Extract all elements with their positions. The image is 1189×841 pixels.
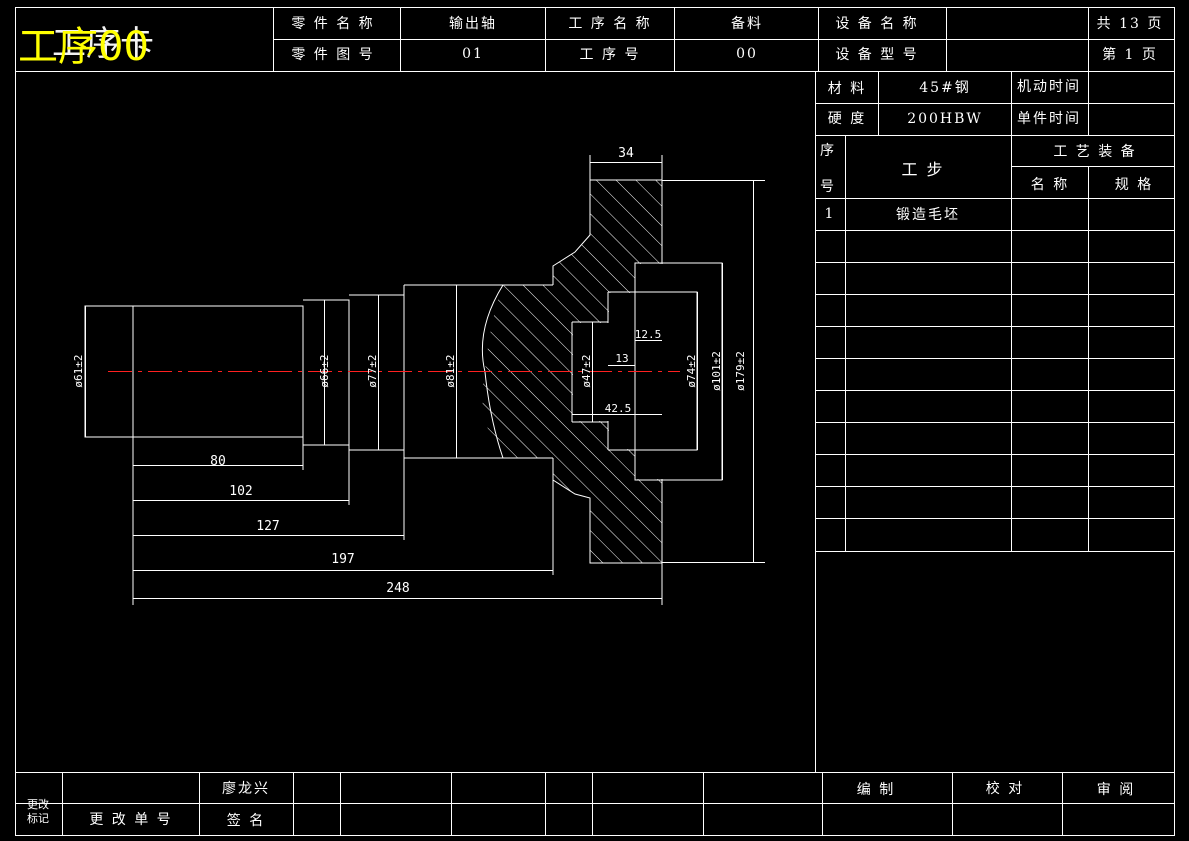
dim-d101: ø101±2	[710, 351, 723, 391]
equip-name-label: 设 备 名 称	[835, 16, 919, 32]
card-title: 工序卡	[52, 24, 154, 64]
material-value: 45#钢	[919, 80, 971, 96]
hardness-value: 200HBW	[907, 111, 983, 127]
equip-model-label: 设 备 型 号	[835, 47, 919, 63]
unit-time-label: 单件时间	[1017, 111, 1081, 127]
change-mark-label: 更改 标记	[27, 798, 49, 825]
change-no-label: 更 改 单 号	[89, 812, 173, 828]
dim-34: 34	[618, 146, 634, 161]
equip-name-col: 名 称	[1030, 177, 1070, 193]
dim-102: 102	[229, 484, 252, 499]
dim-d66: ø66±2	[318, 354, 331, 387]
step-1-no: 1	[824, 206, 836, 222]
hardness-label: 硬 度	[827, 111, 867, 127]
dim-80: 80	[210, 454, 226, 469]
process-no-value: 00	[736, 46, 758, 62]
seq-label-bottom: 号	[820, 179, 836, 195]
part-drawing-value: 01	[462, 46, 484, 62]
dim-42-5: 42.5	[605, 402, 632, 415]
dim-d179: ø179±2	[734, 351, 747, 391]
author-name: 廖龙兴	[222, 781, 270, 797]
dim-127: 127	[256, 519, 279, 534]
part-drawing-label: 零 件 图 号	[291, 47, 375, 63]
compile-label: 编 制	[856, 782, 896, 798]
dim-d47: ø47±2	[580, 354, 593, 387]
seq-label-top: 序	[820, 143, 836, 159]
process-name-value: 备料	[731, 16, 763, 32]
card-title-overlay: 工序00	[18, 24, 149, 70]
process-no-label: 工 序 号	[579, 47, 641, 63]
page-number: 第 1 页	[1102, 47, 1158, 63]
check-label: 校 对	[985, 781, 1025, 797]
dim-d74: ø74±2	[685, 354, 698, 387]
sign-label: 签 名	[226, 813, 266, 829]
step-label: 工 步	[901, 160, 945, 179]
material-label: 材 料	[827, 81, 867, 97]
dim-d61: ø61±2	[72, 354, 85, 387]
dim-248: 248	[386, 581, 409, 596]
dim-d81: ø81±2	[444, 354, 457, 387]
process-name-label: 工 序 名 称	[568, 16, 652, 32]
machine-time-label: 机动时间	[1017, 79, 1081, 95]
part-name-label: 零 件 名 称	[291, 16, 375, 32]
dim-d77: ø77±2	[366, 354, 379, 387]
review-label: 审 阅	[1096, 782, 1136, 798]
total-pages: 共 13 页	[1096, 16, 1164, 32]
equipment-label: 工 艺 装 备	[1053, 144, 1137, 160]
dim-197: 197	[331, 552, 354, 567]
dim-13: 13	[615, 352, 628, 365]
step-1-text: 锻造毛坯	[896, 207, 960, 223]
part-name-value: 输出轴	[449, 16, 497, 32]
equip-spec-col: 规 格	[1114, 177, 1154, 193]
dim-12-5: 12.5	[635, 328, 662, 341]
